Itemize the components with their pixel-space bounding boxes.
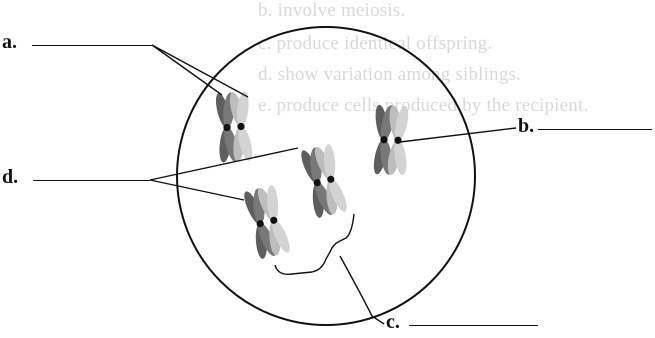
label-b-leader-line [400,128,516,142]
label-a-leader-line [152,45,222,95]
label-c: c. [386,312,400,332]
chromosome-pair-a [213,90,255,164]
chromosome-pair-lower-left [240,183,293,261]
label-b-blank[interactable] [538,129,652,130]
label-c-blank[interactable] [409,325,538,326]
label-a-blank[interactable] [32,45,152,46]
label-b: b. [518,116,534,136]
label-a: a. [2,32,17,52]
label-d: d. [2,167,18,187]
label-d-blank[interactable] [33,180,150,181]
chromosome-pair-b [371,104,411,177]
label-c-leader-line [340,256,384,324]
label-d-leader-line [150,180,244,200]
label-a-leader-line [152,45,248,97]
chromosome-pair-upper-middle [297,142,350,220]
